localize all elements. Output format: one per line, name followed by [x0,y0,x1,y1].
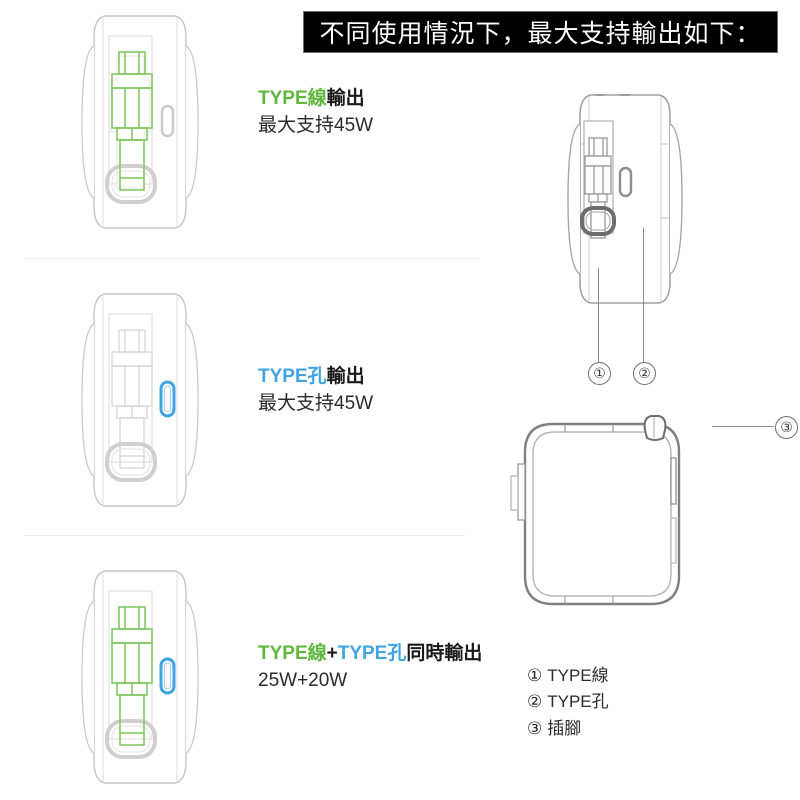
legend-item-1: ① TYPE線 [527,663,609,689]
plug-prong-graphic [643,415,667,441]
usage-caption-type-cable-only: TYPE線輸出 最大支持45W [258,86,373,139]
highlight-type-cable [111,606,153,746]
caption-line-1: TYPE線輸出 [258,86,373,111]
type-c-port-graphic [618,166,633,198]
caption-line-2: 最大支持45W [258,393,374,415]
legend-marker-2: ② [527,692,543,713]
caption-line-1: TYPE線+TYPE孔同時輸出 [258,641,482,666]
legend-item-3: ③ 插腳 [527,716,609,742]
callout-leader-line-2 [643,228,644,362]
caption-rest-text: 同時輸出 [406,643,483,664]
header-banner: 不同使用情況下，最大支持輸出如下： [303,11,778,53]
section-divider-2 [25,535,465,536]
device-illustration-both-highlighted [72,563,208,791]
highlight-type-cable [111,51,153,191]
section-divider-1 [25,258,480,259]
highlight-type-port [159,657,176,695]
caption-accent-text: TYPE線 [258,88,327,109]
type-c-port-outline [160,104,175,138]
legend-label-3: 插腳 [547,718,582,738]
legend-marker-3: ③ [527,718,543,739]
usage-caption-type-cable-and-port: TYPE線+TYPE孔同時輸出 25W+20W [258,641,482,694]
pull-ring [580,206,616,236]
usage-caption-type-port-only: TYPE孔輸出 最大支持45W [258,364,373,417]
device-illustration-port-highlighted [72,286,208,514]
caption-plus-text: + [326,643,338,664]
legend-label-1: TYPE線 [547,666,609,685]
type-cable-graphic [584,137,612,239]
caption-accent-text: TYPE線 [258,643,327,664]
device-top-view [495,408,715,620]
device-illustration-cable-highlighted [72,8,208,236]
legend-marker-1: ① [527,666,543,686]
callout-badge-3: ③ [775,416,798,439]
caption-line-2: 最大支持45W [258,115,374,137]
legend-label-2: TYPE孔 [547,692,609,712]
caption-accent2-text: TYPE孔 [337,643,407,664]
header-banner-text: 不同使用情況下，最大支持輸出如下： [319,19,762,48]
caption-line-1: TYPE孔輸出 [258,364,373,389]
caption-rest-text: 輸出 [326,88,365,109]
legend-item-2: ② TYPE孔 [527,689,609,715]
callout-badge-2: ② [633,362,656,385]
caption-rest-text: 輸出 [326,366,365,387]
highlight-type-port [159,380,176,418]
callout-leader-line-1 [598,268,599,362]
legend-list: ① TYPE線 ② TYPE孔 ③ 插腳 [527,663,609,742]
caption-accent-text: TYPE孔 [258,366,327,387]
callout-leader-line-3 [712,426,774,427]
caption-line-2: 25W+20W [258,670,348,692]
callout-badge-1: ① [588,362,611,385]
device-front-view [560,88,690,310]
